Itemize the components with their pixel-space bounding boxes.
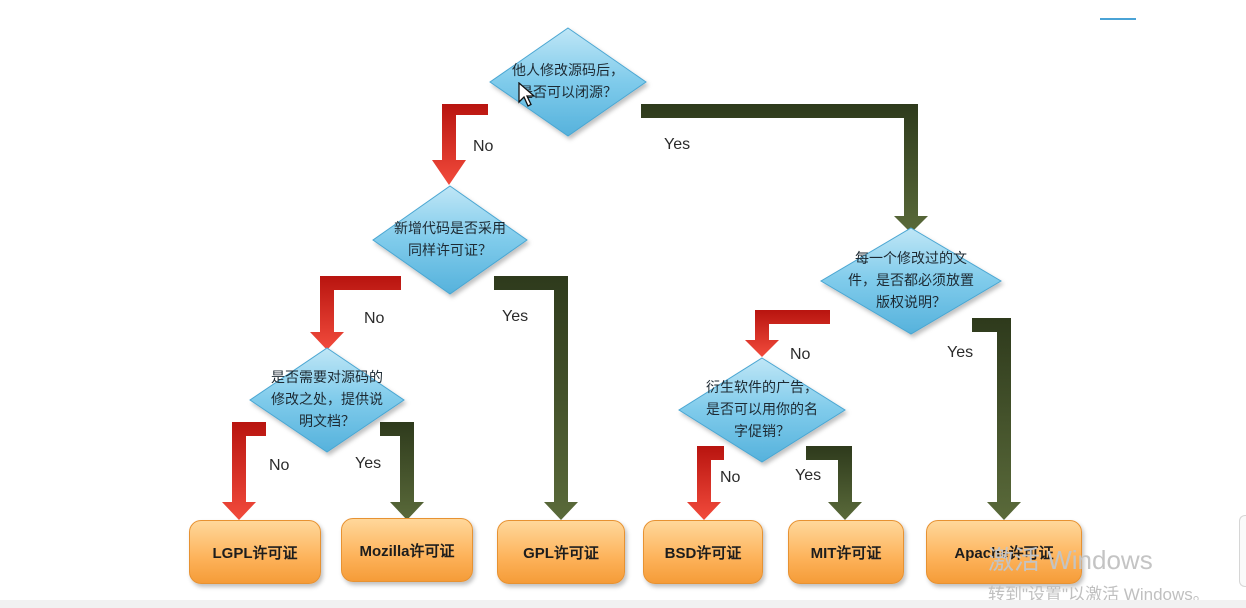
label-q3-no: No: [790, 346, 811, 363]
license-box-mit[interactable]: MIT许可证: [788, 520, 904, 584]
arrow-q1-yes: [641, 104, 928, 233]
arrow-q4-yes: [380, 422, 424, 520]
license-box-gpl[interactable]: GPL许可证: [497, 520, 625, 584]
mouse-cursor-icon: [518, 82, 536, 107]
diamond-q5: [678, 357, 846, 463]
activation-watermark-subtitle: 转到"设置"以激活 Windows。: [988, 585, 1210, 604]
label-q3-yes: Yes: [947, 344, 974, 361]
license-box-mozilla[interactable]: Mozilla许可证: [341, 518, 473, 582]
arrow-q2-no: [310, 276, 401, 350]
activation-watermark-title: 激活 Windows: [988, 545, 1153, 575]
arrow-q1-no: [432, 104, 488, 185]
label-q1-yes: Yes: [664, 136, 691, 153]
side-panel-handle[interactable]: [1239, 515, 1246, 587]
label-q4-no: No: [269, 457, 290, 474]
arrow-q4-no: [222, 422, 266, 520]
arrow-q3-no: [745, 310, 830, 357]
arrow-q5-no: [687, 446, 724, 520]
diamond-q1: [489, 27, 647, 137]
diamond-q4: [249, 347, 405, 453]
license-box-apache[interactable]: Apache许可证: [926, 520, 1082, 584]
connector-arrows: [222, 104, 1021, 520]
label-q4-yes: Yes: [355, 455, 382, 472]
arrow-q2-yes: [494, 276, 578, 520]
license-box-lgpl[interactable]: LGPL许可证: [189, 520, 321, 584]
decision-diamonds: [249, 27, 1002, 463]
label-q2-no: No: [364, 310, 385, 327]
label-q5-yes: Yes: [795, 467, 822, 484]
bottom-strip: [0, 600, 1246, 608]
license-box-bsd[interactable]: BSD许可证: [643, 520, 763, 584]
top-accent-line: [1100, 18, 1136, 20]
diamond-q3: [820, 227, 1002, 335]
diamond-q2: [372, 185, 528, 295]
label-q5-no: No: [720, 469, 741, 486]
arrow-q3-yes: [972, 318, 1021, 520]
label-q2-yes: Yes: [502, 308, 529, 325]
label-q1-no: No: [473, 138, 494, 155]
arrow-q5-yes: [806, 446, 862, 520]
